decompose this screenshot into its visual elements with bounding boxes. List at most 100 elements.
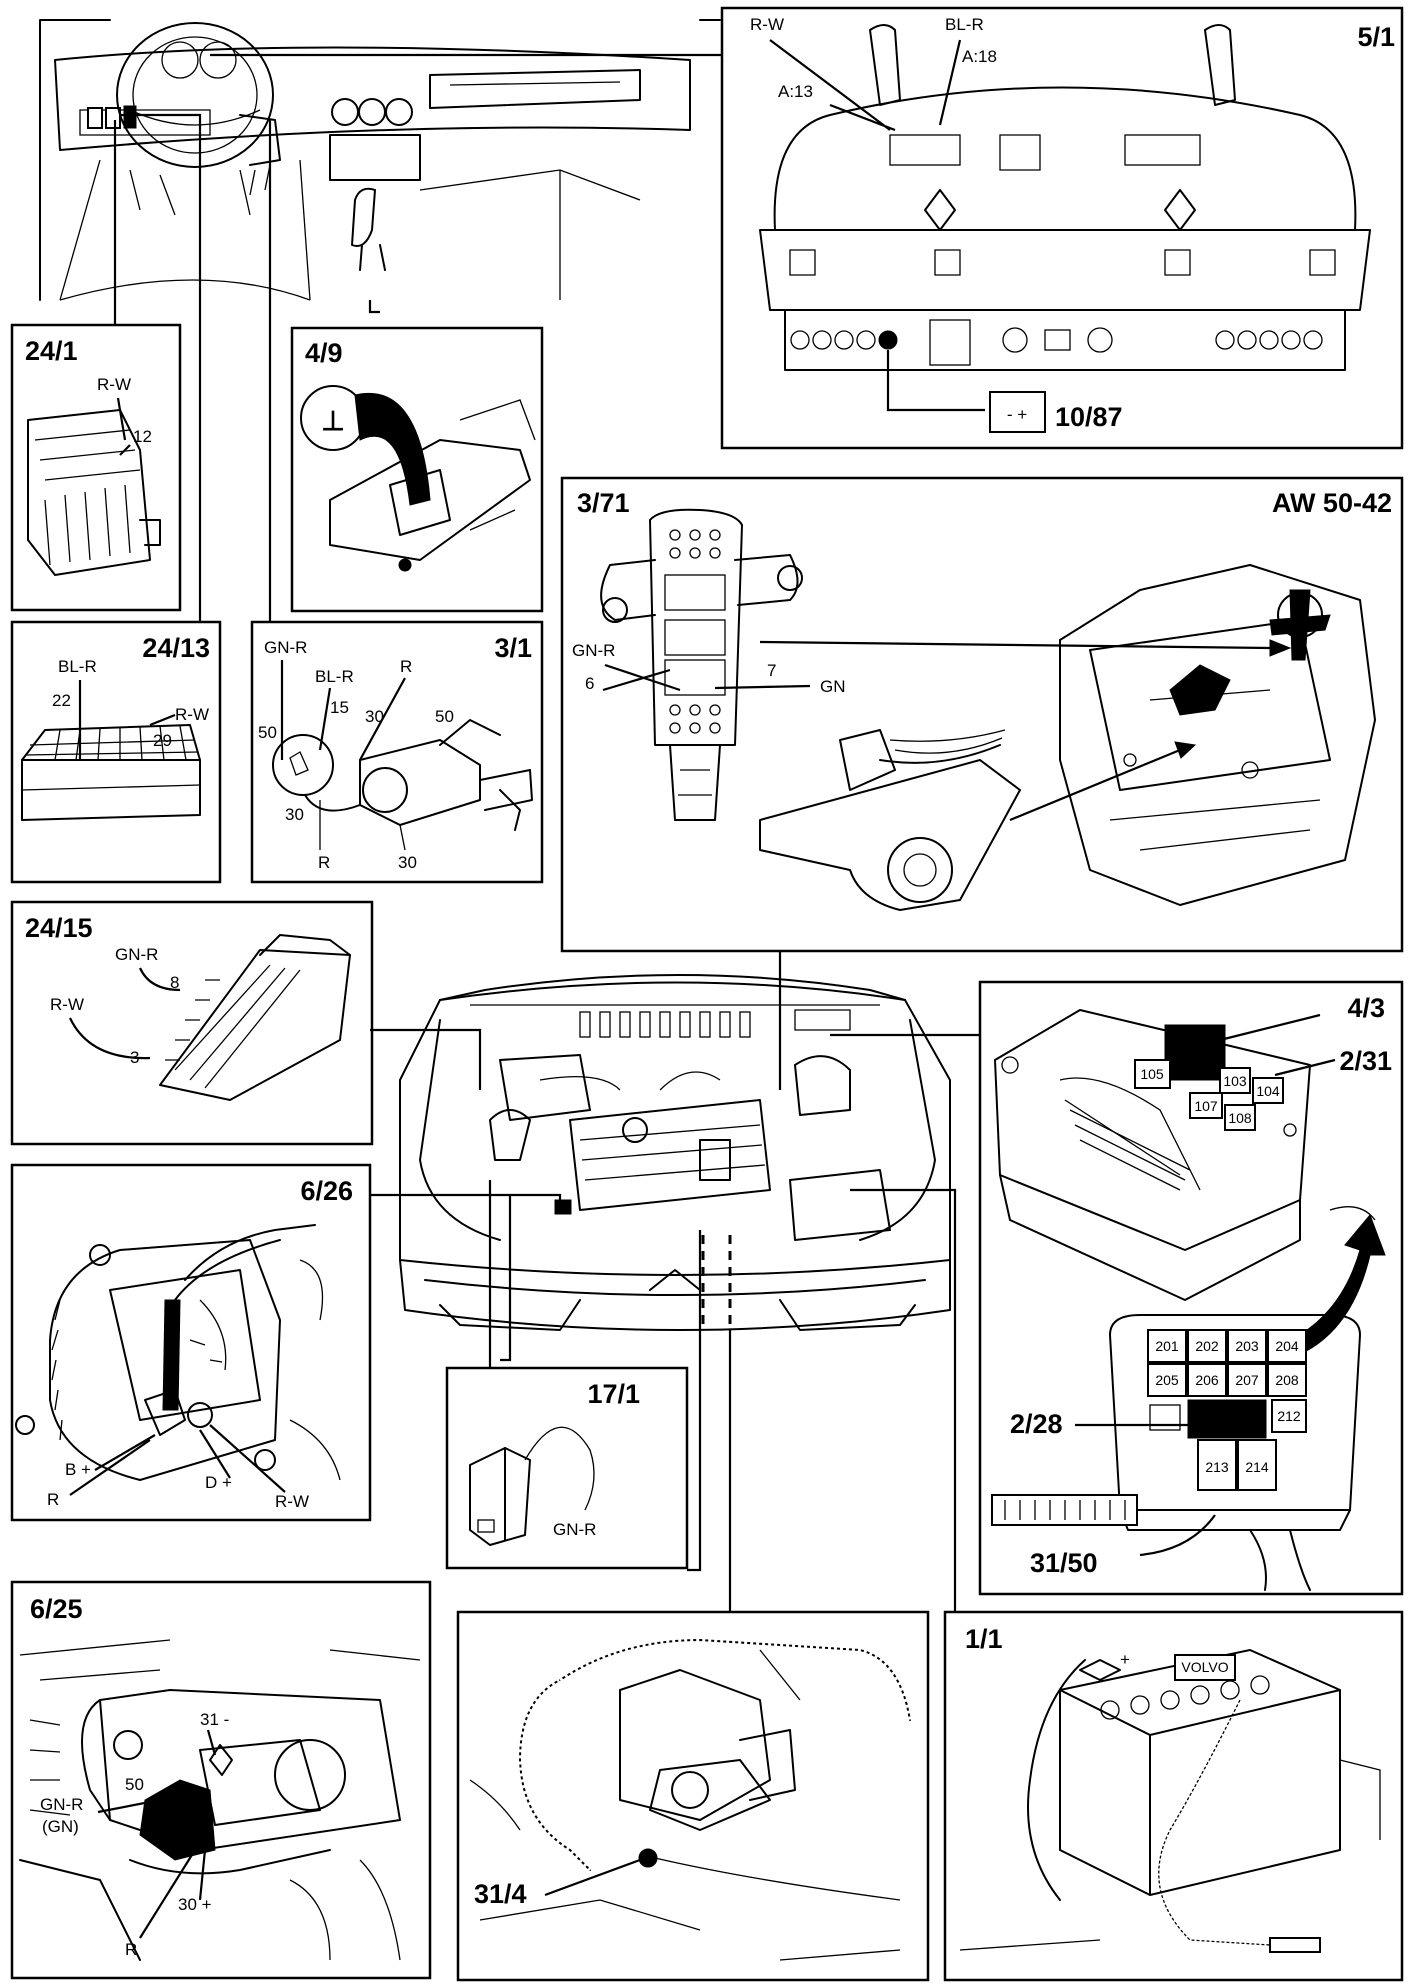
transmission-drawing <box>1059 564 1376 906</box>
label-r: R <box>400 657 412 676</box>
label-gn-r: GN-R <box>40 1795 83 1814</box>
panel-17-1: 17/1 GN-R <box>445 1366 689 1570</box>
ignition-switch-drawing <box>272 719 533 851</box>
ground-symbol: ⊥ <box>321 406 345 436</box>
panel-id-31-50: 31/50 <box>1030 1548 1098 1578</box>
panel-id-2-28: 2/28 <box>1010 1409 1063 1439</box>
battery-brand: VOLVO <box>1181 1659 1228 1675</box>
panel-3-1: 3/1 GN-R BL-R R 15 30 50 50 30 R 30 <box>250 620 544 884</box>
fuse-204: 204 <box>1275 1338 1299 1354</box>
leader-lines <box>113 53 980 1612</box>
label-a18: A:18 <box>962 47 997 66</box>
label-30-plus: 30 + <box>178 1895 212 1914</box>
panel-id-6-25: 6/25 <box>30 1594 83 1624</box>
fuse-108: 108 <box>1228 1110 1252 1126</box>
panel-24-1: 24/1 R-W 12 <box>10 323 182 612</box>
panel-4-3-2-31: 4/3 2/31 105 103 104 107 108 <box>978 980 1404 1596</box>
fuse-box-2-28-drawing: 201 202 203 204 205 206 207 208 212 213 … <box>1109 1314 1361 1531</box>
panel-id-4-3: 4/3 <box>1347 993 1385 1023</box>
panel-24-15: 24/15 GN-R 8 R-W 3 <box>10 900 374 1146</box>
label-8: 8 <box>170 973 179 992</box>
fuse-208: 208 <box>1275 1372 1299 1388</box>
fuse-105: 105 <box>1140 1066 1164 1082</box>
label-22: 22 <box>52 691 71 710</box>
label-50: 50 <box>125 1775 144 1794</box>
battery-plus-symbol: + <box>1120 1650 1130 1669</box>
fuse-203: 203 <box>1235 1338 1259 1354</box>
neutral-start-switch-drawing <box>759 729 1021 911</box>
label-r-w: R-W <box>750 15 784 34</box>
panel-3-71: 3/71 AW 50-42 GN-R 6 7 GN <box>560 476 1404 953</box>
panel-id-24-15: 24/15 <box>25 913 93 943</box>
label-d-plus: D + <box>205 1473 232 1492</box>
label-gn-r: GN-R <box>553 1520 596 1539</box>
connector-24-13-drawing <box>21 724 201 821</box>
connector-31-50-drawing <box>991 1494 1138 1526</box>
label-15: 15 <box>330 698 349 717</box>
label-31-minus: 31 - <box>200 1710 229 1729</box>
symbol-minus-plus: - + <box>1007 405 1027 424</box>
fuse-107: 107 <box>1194 1098 1218 1114</box>
fuse-207: 207 <box>1235 1372 1259 1388</box>
ground-point-drawing <box>329 399 536 572</box>
fuse-214: 214 <box>1245 1459 1269 1475</box>
panel-id-3-1: 3/1 <box>494 633 532 663</box>
connector-24-1-drawing <box>27 409 161 576</box>
label-gn: GN <box>820 677 846 696</box>
label-r-bottom: R <box>318 853 330 872</box>
fuse-103: 103 <box>1223 1073 1247 1089</box>
relay-box-drawing: 105 103 104 107 108 <box>994 1009 1311 1301</box>
panel-24-13: 24/13 BL-R 22 R-W 29 <box>10 620 222 884</box>
instrument-cluster-drawing <box>759 24 1371 371</box>
label-12: 12 <box>133 427 152 446</box>
fuse-202: 202 <box>1195 1338 1219 1354</box>
panel-id-1-1: 1/1 <box>965 1624 1003 1654</box>
panel-id-24-13: 24/13 <box>142 633 210 663</box>
battery-drawing: VOLVO + <box>959 1649 1381 1953</box>
fuse-205: 205 <box>1155 1372 1179 1388</box>
panel-id-10-87: 10/87 <box>1055 402 1123 432</box>
fuse-104: 104 <box>1256 1083 1280 1099</box>
panel-1-1: 1/1 VOLVO + <box>943 1610 1404 1982</box>
label-50-left: 50 <box>258 723 277 742</box>
panel-4-9: 4/9 ⊥ <box>290 326 544 613</box>
label-b-plus: B + <box>65 1460 91 1479</box>
panel-id-17-1: 17/1 <box>587 1379 640 1409</box>
panel-6-26: 6/26 B + D + R R-W <box>10 1163 372 1522</box>
label-7: 7 <box>767 661 776 680</box>
starter-motor-drawing <box>19 1639 421 1961</box>
panel-5-1: 5/1 R-W BL-R A:13 A:18 <box>720 6 1404 450</box>
transmission-title: AW 50-42 <box>1272 488 1392 518</box>
panel-id-4-9: 4/9 <box>305 338 343 368</box>
label-gn-r: GN-R <box>115 945 158 964</box>
gear-selector-connector-drawing <box>600 508 803 821</box>
label-r-w: R-W <box>97 375 131 394</box>
label-r: R <box>47 1490 59 1509</box>
label-gn-r: GN-R <box>572 641 615 660</box>
ground-symbol-callout: ⊥ <box>300 385 431 506</box>
dashboard-illustration <box>39 19 721 301</box>
label-a13: A:13 <box>778 82 813 101</box>
ground-strap-drawing <box>469 1635 914 1961</box>
label-bl-r: BL-R <box>315 667 354 686</box>
alternator-drawing <box>15 1224 341 1481</box>
engine-bay-illustration <box>399 974 951 1331</box>
fuse-201: 201 <box>1155 1338 1179 1354</box>
panel-6-25: 6/25 31 - 50 GN-R (GN) 30 + R <box>10 1580 432 1980</box>
label-bl-r: BL-R <box>58 657 97 676</box>
panel-10-87: - + 10/87 <box>989 391 1123 433</box>
panel-id-24-1: 24/1 <box>25 336 78 366</box>
label-r-w: R-W <box>175 705 209 724</box>
diagnostic-connector-drawing <box>469 1426 595 1546</box>
panel-id-31-4: 31/4 <box>474 1879 527 1909</box>
label-6: 6 <box>585 674 594 693</box>
label-r-w: R-W <box>50 995 84 1014</box>
panel-id-6-26: 6/26 <box>300 1176 353 1206</box>
panel-31-4: 31/4 <box>456 1610 930 1982</box>
panel-id-2-31: 2/31 <box>1339 1046 1392 1076</box>
fuse-213: 213 <box>1205 1459 1229 1475</box>
fuse-212: 212 <box>1277 1408 1301 1424</box>
label-30-left: 30 <box>285 805 304 824</box>
fuse-206: 206 <box>1195 1372 1219 1388</box>
